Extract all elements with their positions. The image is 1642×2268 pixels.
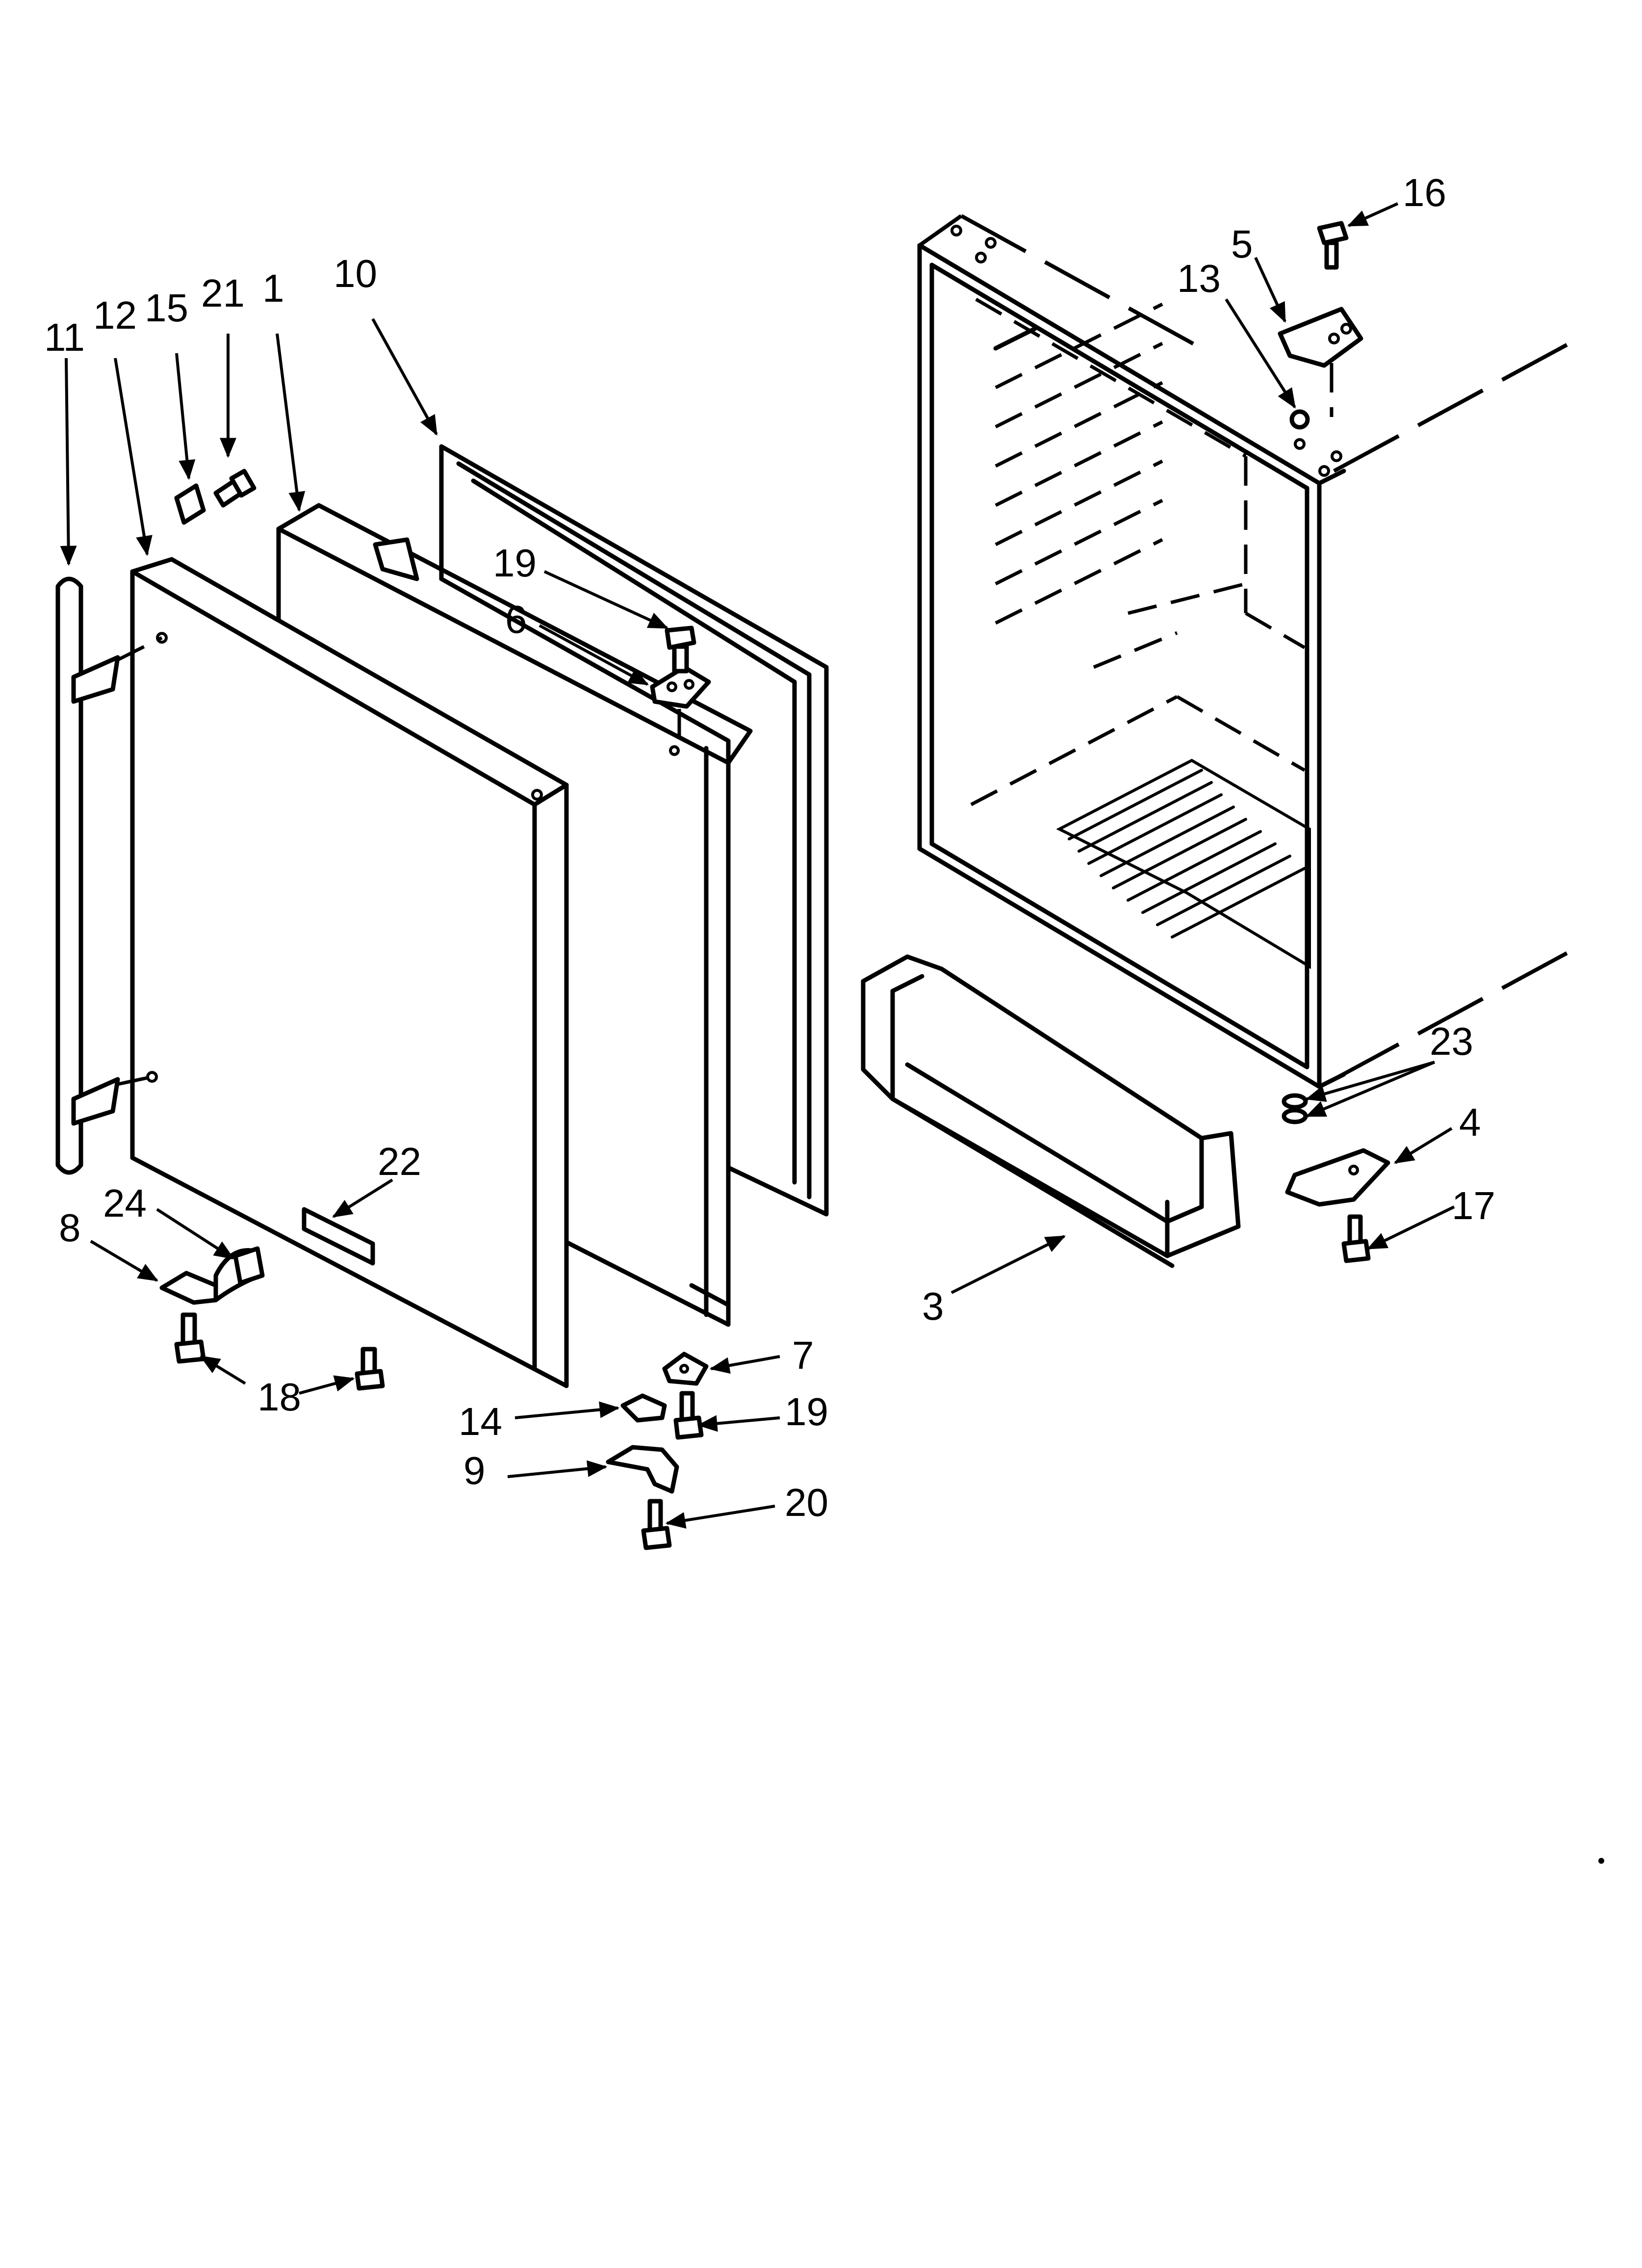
bottom-hinge bbox=[1285, 1148, 1390, 1207]
door-panel bbox=[130, 557, 569, 1388]
cabinet-vents bbox=[993, 302, 1163, 625]
callout-9: 9 bbox=[463, 1449, 486, 1492]
callout-labels: 11 12 15 21 1 10 19 6 16 5 13 23 4 17 3 … bbox=[44, 171, 1495, 1524]
callout-18: 18 bbox=[257, 1375, 301, 1419]
cabinet bbox=[917, 214, 1570, 1089]
callout-10: 10 bbox=[334, 252, 377, 295]
door-handle bbox=[55, 576, 163, 1175]
callout-7: 7 bbox=[792, 1333, 814, 1377]
callout-13: 13 bbox=[1177, 257, 1221, 300]
callout-15: 15 bbox=[145, 286, 188, 330]
spacer bbox=[620, 1393, 667, 1423]
callout-8: 8 bbox=[59, 1206, 81, 1250]
callout-5: 5 bbox=[1231, 222, 1253, 266]
top-hinge bbox=[1278, 307, 1363, 417]
callout-17: 17 bbox=[1452, 1184, 1495, 1227]
callout-11: 11 bbox=[44, 315, 85, 359]
callout-14: 14 bbox=[459, 1400, 502, 1443]
door-bin bbox=[861, 954, 1241, 1268]
callout-6: 6 bbox=[505, 598, 527, 641]
door-hinge-screw-top bbox=[665, 626, 696, 674]
callout-1: 1 bbox=[262, 266, 284, 310]
callout-20: 20 bbox=[785, 1481, 828, 1524]
loose-screw bbox=[355, 1347, 385, 1391]
hinge-arm-screw bbox=[641, 1499, 672, 1550]
callout-4: 4 bbox=[1459, 1100, 1481, 1144]
hinge-screw-bottom bbox=[1341, 1214, 1371, 1263]
door-hinge-bottom bbox=[662, 1352, 709, 1386]
callout-3: 3 bbox=[922, 1284, 944, 1328]
hinge-screw-top bbox=[1317, 221, 1349, 270]
door-hinge-screw-bottom bbox=[673, 1391, 704, 1440]
bracket-screw bbox=[174, 1312, 206, 1364]
hinge-bushing bbox=[1289, 409, 1310, 430]
nameplate bbox=[302, 1207, 375, 1266]
callout-19-bottom: 19 bbox=[785, 1390, 828, 1434]
hinge-arm bbox=[606, 1445, 679, 1494]
washers bbox=[1282, 1093, 1308, 1124]
callout-19-top: 19 bbox=[493, 541, 537, 585]
callout-22: 22 bbox=[378, 1140, 421, 1183]
callout-21: 21 bbox=[201, 271, 245, 315]
leader-lines bbox=[60, 202, 1455, 1529]
handle-screw bbox=[213, 469, 257, 508]
shim bbox=[233, 1246, 265, 1285]
cabinet-grille bbox=[1056, 758, 1311, 969]
handle-cap bbox=[174, 483, 206, 525]
callout-24: 24 bbox=[103, 1181, 147, 1225]
callout-23: 23 bbox=[1430, 1019, 1473, 1063]
callout-16: 16 bbox=[1403, 171, 1446, 214]
callout-12: 12 bbox=[93, 293, 137, 337]
registration-dot bbox=[1598, 1858, 1604, 1864]
